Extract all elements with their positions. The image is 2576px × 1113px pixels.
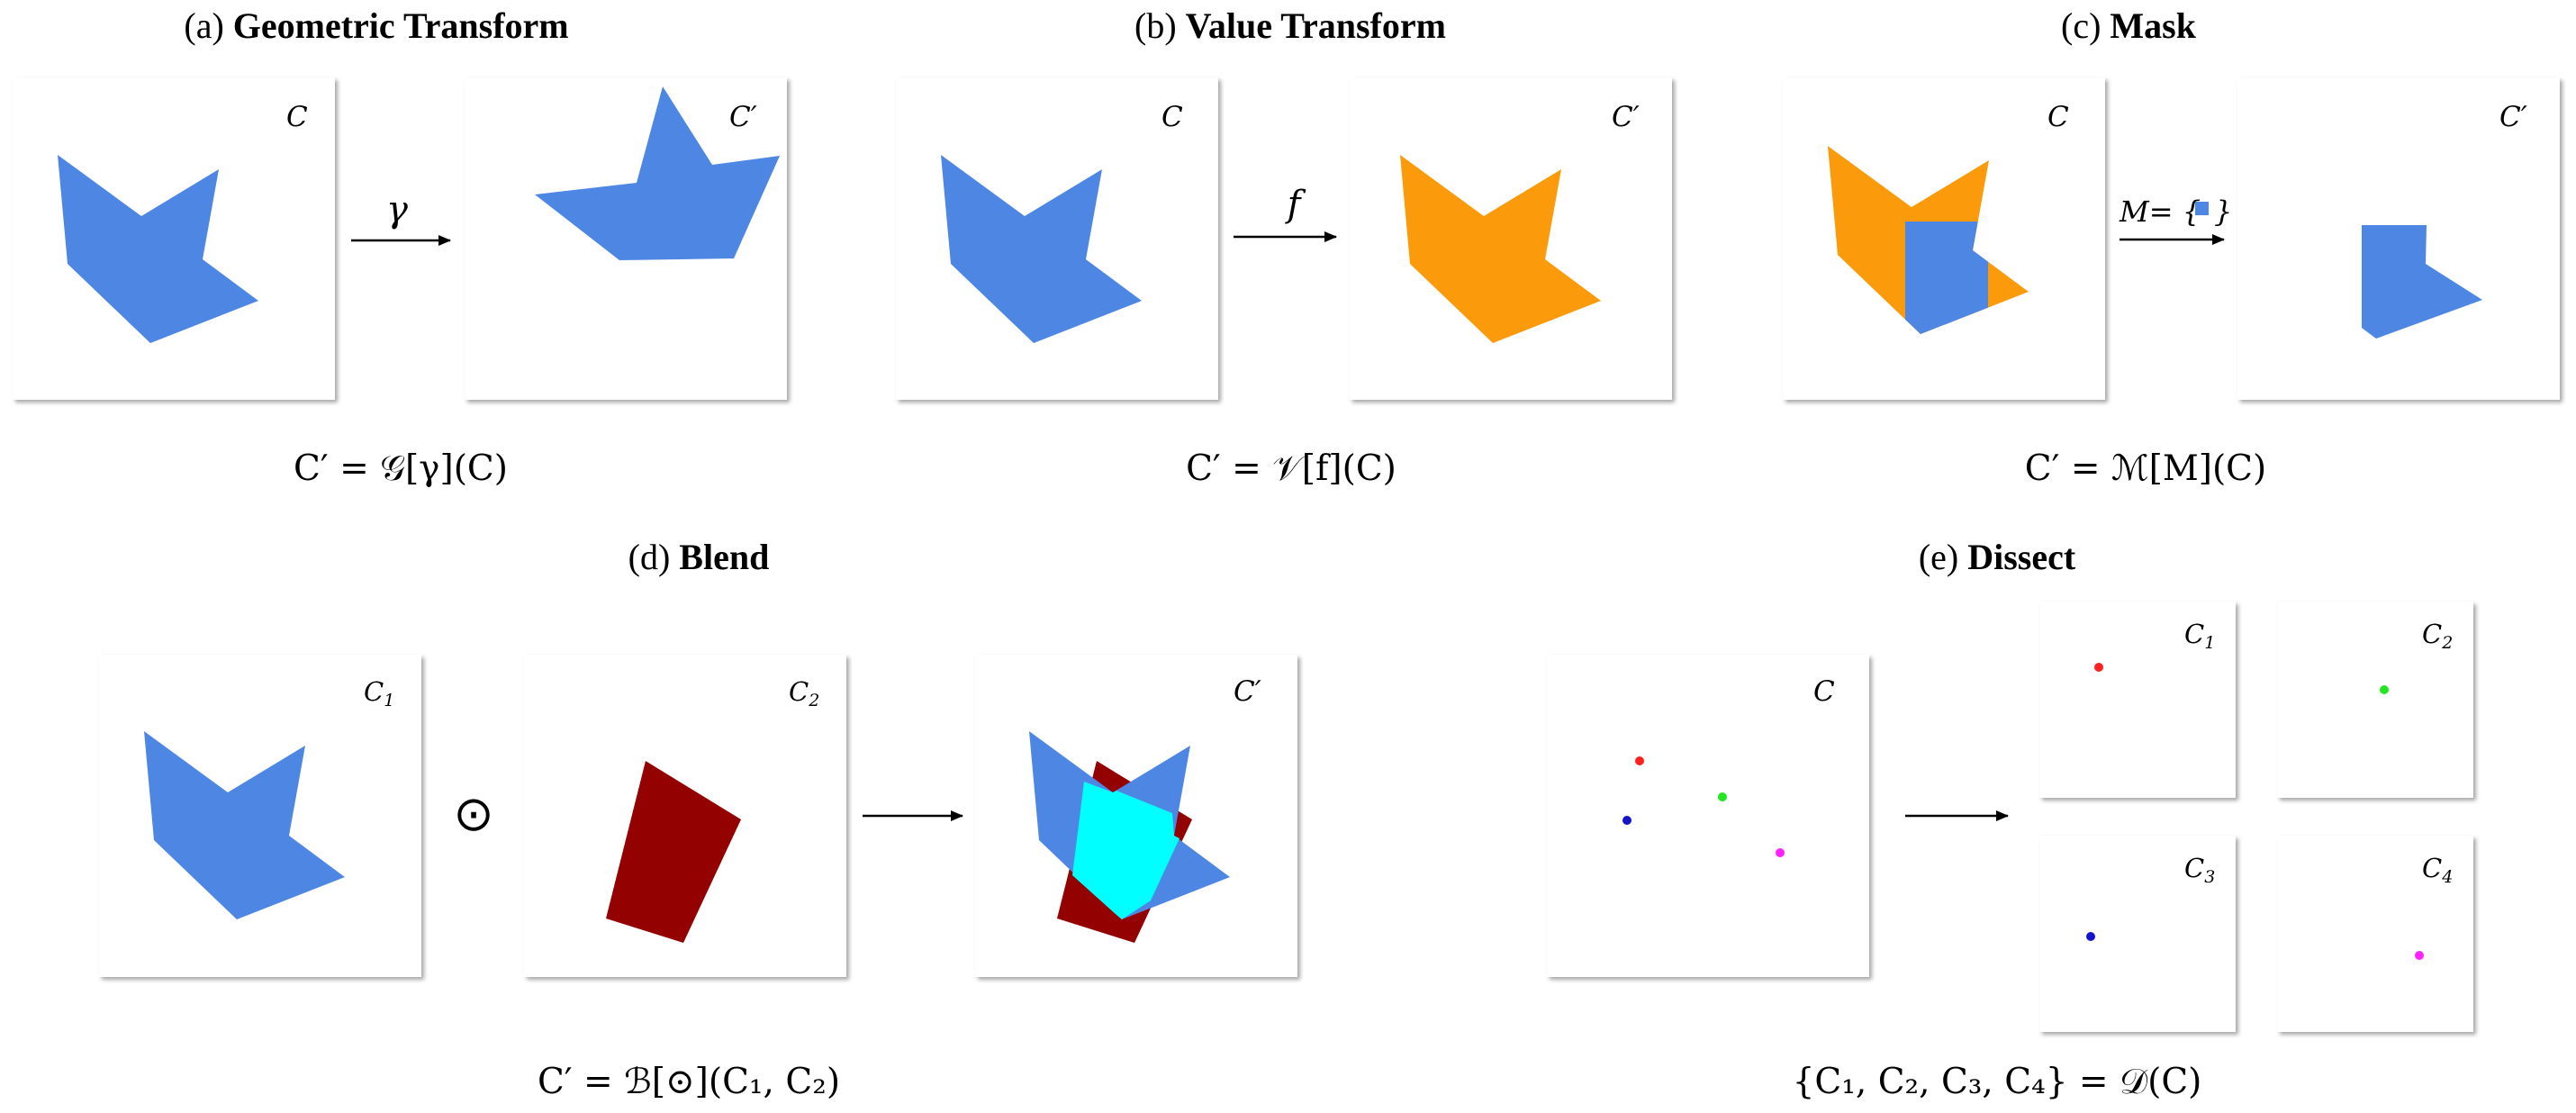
canvas-d-input-1: C1 [99,655,421,977]
canvas-label-c-prime: C′ [1612,101,1640,133]
canvas-d-output: C′ [975,655,1297,977]
formula-c: C′ = ℳ[M](C) [2025,448,2267,489]
red-dot [1635,756,1644,765]
green-dot [2380,685,2389,694]
panel-d-blend: (d) Blend C1 ⊙ C2 C′ C′ = ℬ[⊙](C₁, C₂) [99,537,1297,1102]
blue-polygon [58,155,258,343]
red-dot [2094,663,2103,672]
mask-label-suffix: } [2214,195,2232,229]
canvas-label-c4: C4 [2422,853,2453,887]
panel-a-title: (a) Geometric Transform [184,5,568,46]
canvas-label-c-prime: C′ [729,101,757,133]
blue-polygon-rotated [535,86,780,260]
canvas-c-output: C′ [2237,77,2560,400]
cyan-overlap-region [1072,782,1180,919]
canvas-label-c: C [1161,101,1183,133]
navy-dot [1622,816,1631,825]
canvas-b-input: C [896,77,1218,400]
panel-e-title: (e) Dissect [1919,537,2076,577]
panel-b-title: (b) Value Transform [1134,5,1446,46]
canvas-e-output-1: C1 [2039,602,2236,798]
canvas-label-c: C [286,101,308,133]
canvas-a-input: C [13,77,335,400]
mask-square-icon [2195,202,2209,215]
magenta-dot [2415,951,2424,960]
canvas-c-input: C [1783,77,2105,400]
green-dot [1718,792,1727,801]
canvas-label-c3: C3 [2184,853,2215,887]
blue-masked-polygon [2362,225,2482,339]
canvas-label-c-prime: C′ [1234,675,1261,708]
panel-c-mask: (c) Mask C M= { } C′ C′ = ℳ[M](C) [1783,5,2560,489]
canvas-b-output: C′ [1350,77,1672,400]
panel-d-title: (d) Blend [628,537,770,577]
orange-polygon [1400,155,1601,343]
blue-masked-region [1905,222,1988,334]
canvas-label-c2: C2 [2422,619,2453,653]
canvas-d-input-2: C2 [524,655,846,977]
blue-polygon [941,155,1142,343]
blend-operator-odot: ⊙ [453,785,493,842]
canvas-e-output-4: C4 [2277,836,2473,1032]
blue-polygon [144,731,345,919]
magenta-dot [1776,848,1785,857]
panel-b-value-transform: (b) Value Transform C f C′ C′ = 𝒱[f](C) [896,5,1672,489]
canvas-label-c1: C1 [364,676,394,710]
panel-a-geometric-transform: (a) Geometric Transform C γ C′ C′ = 𝒢[γ]… [13,5,787,489]
mask-label-prefix: M= { [2119,195,2201,229]
formula-b: C′ = 𝒱[f](C) [1186,448,1396,489]
formula-e: {C₁, C₂, C₃, C₄} = 𝒟(C) [1793,1062,2202,1102]
canvas-e-input: C [1547,655,1869,977]
navy-dot [2086,932,2095,941]
canvas-label-c1: C1 [2184,619,2215,653]
darkred-polygon [606,761,741,943]
canvas-a-output: C′ [465,77,787,400]
canvas-label-c2: C2 [789,676,819,710]
panel-c-title: (c) Mask [2061,5,2197,46]
arrow-label-gamma: γ [386,189,408,231]
canvas-e-output-3: C3 [2039,836,2236,1032]
canvas-label-c: C [2047,101,2069,133]
formula-d: C′ = ℬ[⊙](C₁, C₂) [538,1062,840,1102]
canvas-label-c: C [1813,675,1835,708]
formula-a: C′ = 𝒢[γ](C) [294,448,508,489]
arrow-label-f: f [1285,184,1306,225]
arrow-label-mask: M= { } [2119,195,2232,229]
canvas-e-output-2: C2 [2277,602,2473,798]
canvas-label-c-prime: C′ [2499,101,2527,133]
panel-e-dissect: (e) Dissect C C1 C2 C3 C4 [1547,537,2473,1102]
